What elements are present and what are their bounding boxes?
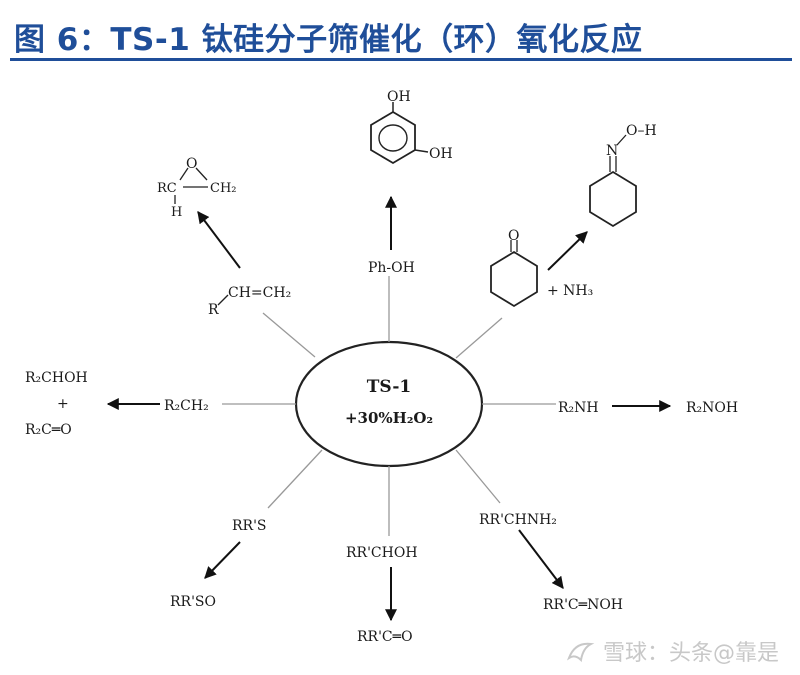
arrow-to-oxime	[547, 231, 588, 271]
arrow-to-epoxide	[197, 211, 241, 269]
spoke-rrs	[267, 449, 323, 509]
epoxide-h: H	[171, 205, 182, 220]
catechol-structure: OH OH	[370, 89, 453, 165]
rrchoh-label: RR'CHOH	[346, 545, 418, 561]
catalyst-ellipse	[294, 340, 484, 468]
alkene-structure: CH=CH₂ R	[208, 285, 291, 318]
title-rule	[10, 58, 792, 61]
epoxide-rc: RC	[157, 181, 177, 196]
catechol-oh-mid: OH	[429, 146, 453, 162]
oxime-n: N	[606, 143, 618, 159]
arrows	[106, 195, 672, 622]
rrchnh2-label: RR'CHNH₂	[479, 512, 557, 528]
oxidant-label: +30%H₂O₂	[345, 409, 433, 427]
oxime-structure: N O–H	[589, 123, 657, 228]
rrcnoh-label: RR'C═NOH	[543, 597, 623, 613]
spoke-alkene	[262, 312, 316, 358]
cyclohexanone-o: O	[508, 228, 519, 244]
r2co-label: R₂C═O	[25, 422, 72, 438]
plus-sign: +	[57, 396, 69, 412]
figure-title: 图 6：TS-1 钛硅分子筛催化（环）氧化反应	[14, 22, 643, 58]
rrs-label: RR'S	[232, 518, 267, 534]
spoke-cyclohexanone	[455, 317, 503, 359]
rrso-label: RR'SO	[170, 594, 216, 610]
oxime-oh: O–H	[626, 123, 657, 139]
r2nh-label: R₂NH	[558, 400, 599, 416]
arrow-to-rrcnoh	[518, 529, 564, 589]
catalyst-label: TS-1	[367, 377, 411, 397]
phenol-label: Ph-OH	[368, 260, 415, 276]
spoke-rrchnh2	[455, 449, 501, 504]
cyclohexanone-structure: O + NH₃	[490, 228, 593, 308]
r2choh-label: R₂CHOH	[25, 370, 88, 386]
watermark: 雪球：头条@靠是	[565, 634, 779, 668]
alkene-r: R	[208, 302, 219, 318]
epoxide-o: O	[186, 156, 197, 172]
arrow-to-rrso	[204, 541, 241, 579]
r2noh-label: R₂NOH	[686, 400, 738, 416]
r2ch2-label: R₂CH₂	[164, 398, 209, 414]
catechol-oh-top: OH	[387, 89, 411, 105]
rrco-label: RR'C═O	[357, 629, 413, 645]
snowball-logo-icon	[566, 642, 595, 663]
spokes	[222, 276, 556, 536]
epoxide-structure: O RC CH₂ H	[157, 156, 237, 220]
watermark-text: 雪球：头条@靠是	[603, 641, 780, 666]
figure-header: 图 6：TS-1 钛硅分子筛催化（环）氧化反应	[0, 0, 800, 62]
epoxide-ch2: CH₂	[210, 181, 237, 196]
alkene-label: CH=CH₂	[228, 285, 291, 301]
nh3-label: + NH₃	[547, 283, 593, 299]
